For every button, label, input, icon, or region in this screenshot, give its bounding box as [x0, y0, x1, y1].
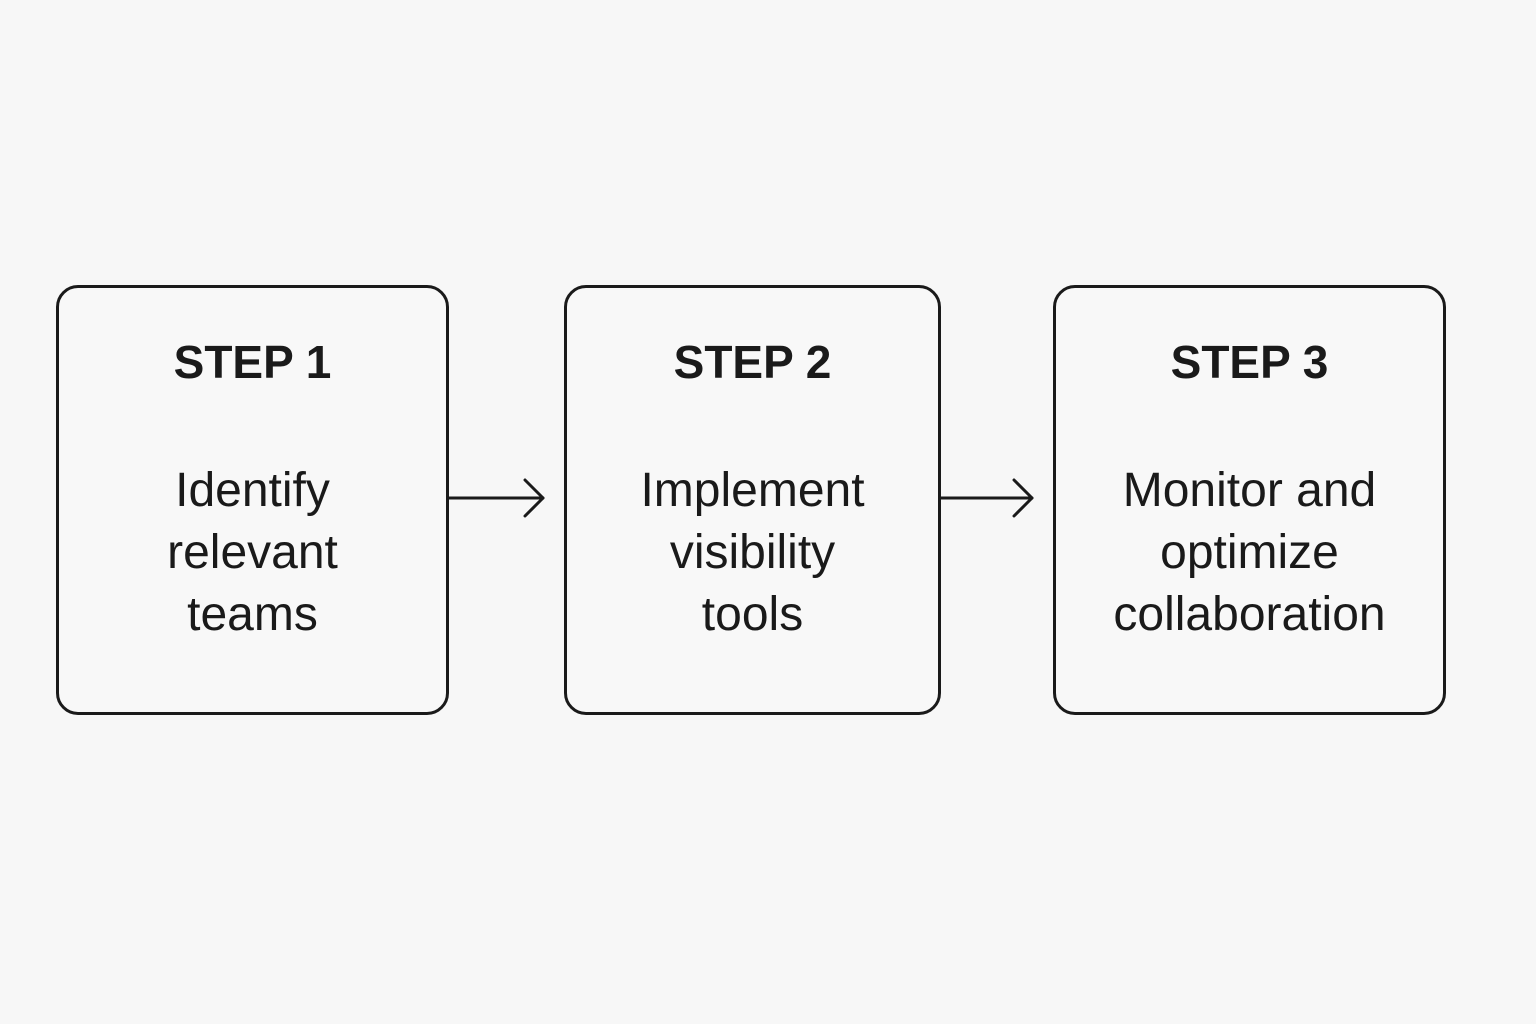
arrow-right-icon [447, 478, 545, 518]
step-1-title: STEP 1 [173, 336, 332, 388]
arrow-right-icon [939, 478, 1034, 518]
step-2-title: STEP 2 [673, 336, 832, 388]
step-3-description: Monitor and optimize collaboration [1113, 464, 1386, 641]
step-3-title: STEP 3 [1170, 336, 1329, 388]
step-1-box: STEP 1 Identify relevant teams [56, 285, 449, 715]
step-2-description: Implement visibility tools [640, 464, 865, 641]
step-2-box: STEP 2 Implement visibility tools [564, 285, 941, 715]
step-1-description: Identify relevant teams [167, 464, 338, 641]
step-3-box: STEP 3 Monitor and optimize collaboratio… [1053, 285, 1446, 715]
